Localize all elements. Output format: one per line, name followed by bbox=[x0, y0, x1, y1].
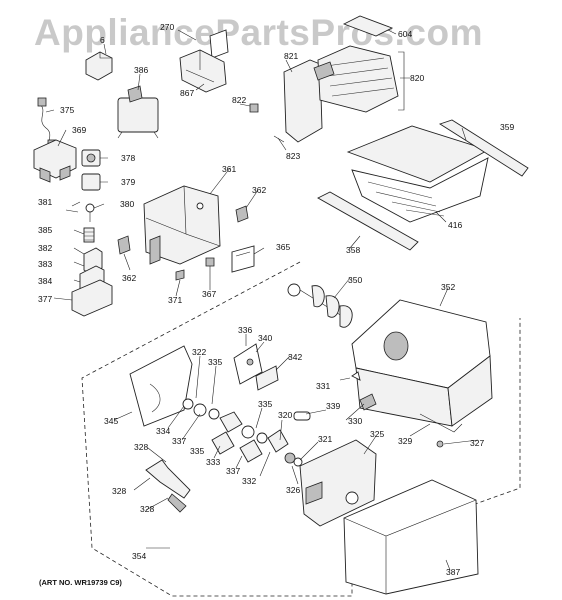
callout-336: 336 bbox=[238, 325, 252, 335]
callout-352: 352 bbox=[441, 282, 455, 292]
callout-383: 383 bbox=[38, 259, 52, 269]
callout-339: 339 bbox=[326, 401, 340, 411]
callout-labels: 6 270 604 386 867 821 820 375 822 359 36… bbox=[38, 22, 514, 577]
callout-326: 326 bbox=[286, 485, 300, 495]
callout-823: 823 bbox=[286, 151, 300, 161]
screw-part bbox=[175, 257, 215, 281]
callout-342: 342 bbox=[288, 352, 302, 362]
callout-385: 385 bbox=[38, 225, 52, 235]
callout-328-mid: 328 bbox=[112, 486, 126, 496]
callout-416: 416 bbox=[448, 220, 462, 230]
bucket-rod-part bbox=[419, 413, 463, 448]
callout-371: 371 bbox=[168, 295, 182, 305]
callout-333: 333 bbox=[206, 457, 220, 467]
icemaker-part bbox=[283, 45, 399, 143]
callout-380: 380 bbox=[120, 199, 134, 209]
callout-362-lower: 362 bbox=[122, 273, 136, 283]
callout-350: 350 bbox=[348, 275, 362, 285]
callout-354: 354 bbox=[132, 551, 146, 561]
callout-334: 334 bbox=[156, 426, 170, 436]
callout-359: 359 bbox=[500, 122, 514, 132]
callout-329: 329 bbox=[398, 436, 412, 446]
ice-chute-part bbox=[299, 439, 377, 527]
icemaker-bracket-line bbox=[398, 51, 405, 111]
callout-337-left: 337 bbox=[172, 436, 186, 446]
wire-harness-part bbox=[37, 97, 57, 149]
spring-clip-part bbox=[231, 245, 255, 273]
callout-367: 367 bbox=[202, 289, 216, 299]
gear-washer-chain bbox=[182, 398, 303, 467]
leader-lines bbox=[45, 29, 479, 571]
bracket-part bbox=[85, 51, 113, 81]
callout-384: 384 bbox=[38, 276, 52, 286]
relay-part bbox=[81, 149, 101, 191]
icemaker-screw-part bbox=[249, 103, 285, 143]
auger-motor-part bbox=[33, 139, 77, 183]
dispenser-door-part bbox=[129, 345, 193, 427]
callout-387: 387 bbox=[446, 567, 460, 577]
ice-bucket-part bbox=[351, 299, 493, 427]
shelf-rail-part bbox=[317, 191, 419, 251]
guide-rail-part bbox=[438, 119, 529, 177]
callout-820: 820 bbox=[410, 73, 424, 83]
callout-378: 378 bbox=[121, 153, 135, 163]
callout-345: 345 bbox=[104, 416, 118, 426]
door-actuator-stack bbox=[65, 203, 113, 317]
callout-320: 320 bbox=[278, 410, 292, 420]
linkage-arm-part bbox=[145, 459, 191, 513]
callout-328-low: 328 bbox=[140, 504, 154, 514]
cam-linkage-part bbox=[233, 343, 279, 391]
callout-379: 379 bbox=[121, 177, 135, 187]
callout-325: 325 bbox=[370, 429, 384, 439]
control-housing-part bbox=[143, 185, 221, 265]
solenoid-part bbox=[117, 85, 159, 139]
callout-362-upper: 362 bbox=[252, 185, 266, 195]
callout-335-mid: 335 bbox=[258, 399, 272, 409]
callout-822: 822 bbox=[232, 95, 246, 105]
callout-365: 365 bbox=[276, 242, 290, 252]
clip-part bbox=[117, 205, 249, 255]
callout-867: 867 bbox=[180, 88, 194, 98]
callout-361: 361 bbox=[222, 164, 236, 174]
callout-321: 321 bbox=[318, 434, 332, 444]
callout-327: 327 bbox=[470, 438, 484, 448]
rod-part bbox=[209, 29, 229, 59]
callout-332: 332 bbox=[242, 476, 256, 486]
callout-328-top: 328 bbox=[134, 442, 148, 452]
callout-604: 604 bbox=[398, 29, 412, 39]
callout-270: 270 bbox=[160, 22, 174, 32]
callout-382: 382 bbox=[38, 243, 52, 253]
auger-part bbox=[287, 283, 353, 328]
callout-369: 369 bbox=[72, 125, 86, 135]
callout-6: 6 bbox=[100, 35, 105, 45]
dispenser-assembly-boundary bbox=[81, 261, 521, 597]
callout-337-right: 337 bbox=[226, 466, 240, 476]
callout-358: 358 bbox=[346, 245, 360, 255]
callout-330: 330 bbox=[348, 416, 362, 426]
callout-381: 381 bbox=[38, 197, 52, 207]
callout-377: 377 bbox=[38, 294, 52, 304]
callout-340: 340 bbox=[258, 333, 272, 343]
callout-335-low: 335 bbox=[190, 446, 204, 456]
mounting-bracket-part bbox=[179, 49, 227, 93]
callout-322: 322 bbox=[192, 347, 206, 357]
callout-335-top: 335 bbox=[208, 357, 222, 367]
top-cover-part bbox=[342, 15, 394, 37]
dispenser-cover-part bbox=[343, 479, 479, 595]
callout-386: 386 bbox=[134, 65, 148, 75]
callout-331: 331 bbox=[316, 381, 330, 391]
art-number: (ART NO. WR19739 C9) bbox=[39, 578, 122, 587]
ice-shelf-part bbox=[346, 125, 490, 223]
callout-821: 821 bbox=[284, 51, 298, 61]
callout-375: 375 bbox=[60, 105, 74, 115]
